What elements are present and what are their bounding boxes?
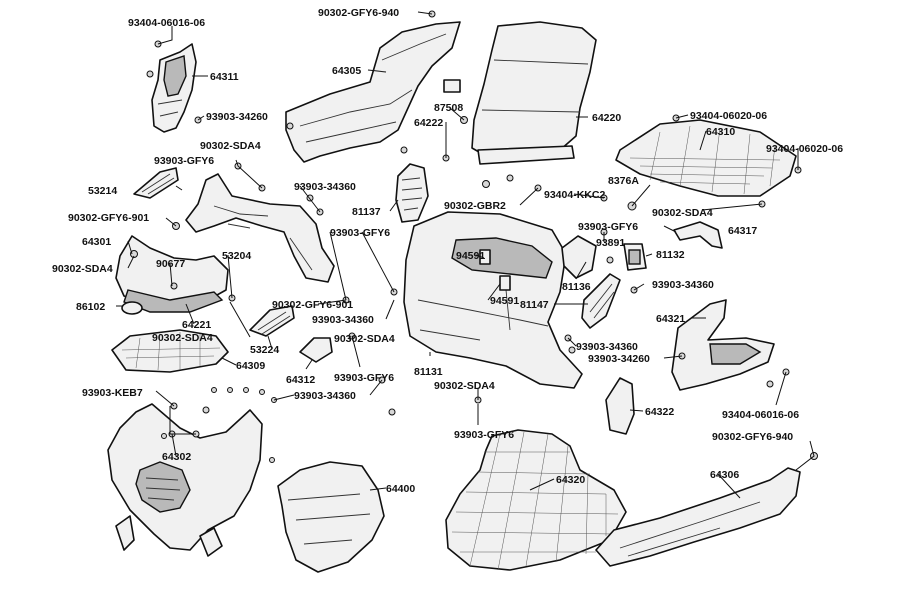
part-81137 (395, 163, 429, 223)
part-64320 (445, 429, 627, 571)
label-93404-06016-06-b: 93404-06016-06 (722, 409, 799, 421)
part-64400 (277, 461, 385, 573)
part-53204 (185, 173, 335, 283)
label-90302-sda4-c: 90302-SDA4 (52, 263, 113, 275)
label-94591-b: 94591 (490, 295, 519, 307)
label-90302-gbr2: 90302-GBR2 (444, 200, 506, 212)
caution-sticker (443, 79, 461, 93)
part-64305 (285, 21, 461, 163)
label-90302-gfy6-940-top: 90302-GFY6-940 (318, 7, 399, 19)
label-93903-34360-e: 93903-34360 (294, 390, 356, 402)
part-81132 (623, 243, 647, 271)
label-90302-sda4-e: 90302-SDA4 (334, 333, 395, 345)
label-81137: 81137 (352, 206, 381, 218)
label-53224: 53224 (250, 344, 279, 356)
label-93903-34360-a: 93903-34360 (294, 181, 356, 193)
label-64312: 64312 (286, 374, 315, 386)
label-64306: 64306 (710, 469, 739, 481)
label-93891: 93891 (596, 237, 625, 249)
label-81147: 81147 (520, 299, 549, 311)
part-53224 (249, 305, 295, 337)
label-64400: 64400 (386, 483, 415, 495)
label-93903-34360-b: 93903-34360 (652, 279, 714, 291)
part-labels: 93404-06016-06 64311 93903-34260 90302-G… (52, 7, 843, 495)
label-64321: 64321 (656, 313, 685, 325)
label-64309: 64309 (236, 360, 265, 372)
label-8376a: 8376A (608, 175, 639, 187)
label-93404-kkc2: 93404-KKC2 (544, 189, 605, 201)
label-93903-34360-d: 93903-34360 (576, 341, 638, 353)
part-81147 (581, 273, 621, 329)
label-90302-sda4-a: 90302-SDA4 (200, 140, 261, 152)
label-90302-sda4-f: 90302-SDA4 (434, 380, 495, 392)
label-93903-34260-b: 93903-34260 (588, 353, 650, 365)
label-90302-gfy6-901-b: 90302-GFY6-901 (272, 299, 353, 311)
label-81136: 81136 (562, 281, 591, 293)
label-64305: 64305 (332, 65, 361, 77)
label-64220: 64220 (592, 112, 621, 124)
part-81131 (403, 211, 583, 389)
part-53214 (133, 167, 179, 199)
part-86102 (121, 301, 143, 315)
label-90677: 90677 (156, 258, 185, 270)
label-90302-sda4-b: 90302-SDA4 (652, 207, 713, 219)
part-64302 (107, 403, 263, 557)
leader-lines (116, 11, 815, 499)
label-64311: 64311 (210, 71, 239, 83)
label-90302-gfy6-940-b: 90302-GFY6-940 (712, 431, 793, 443)
label-64221: 64221 (182, 319, 211, 331)
label-81132: 81132 (656, 249, 685, 261)
label-64301: 64301 (82, 236, 111, 248)
screws (130, 10, 818, 463)
label-93404-06016-06-top: 93404-06016-06 (128, 17, 205, 29)
label-93903-34260-a: 93903-34260 (206, 111, 268, 123)
label-93404-06020-06-b: 93404-06020-06 (766, 143, 843, 155)
label-93903-gfy6-e: 93903-GFY6 (454, 429, 514, 441)
part-64317 (673, 221, 723, 249)
label-64302: 64302 (162, 451, 191, 463)
label-64320: 64320 (556, 474, 585, 486)
label-53204: 53204 (222, 250, 251, 262)
part-64312 (299, 337, 333, 363)
label-64317: 64317 (728, 225, 757, 237)
label-64222: 64222 (414, 117, 443, 129)
part-64311 (151, 43, 197, 133)
label-81131: 81131 (414, 366, 443, 378)
label-94591-a: 94591 (456, 250, 485, 262)
label-64322: 64322 (645, 406, 674, 418)
label-93903-gfy6-d: 93903-GFY6 (334, 372, 394, 384)
label-87508: 87508 (434, 102, 463, 114)
part-64309 (111, 329, 229, 373)
label-93903-gfy6-c: 93903-GFY6 (578, 221, 638, 233)
label-93903-keb7: 93903-KEB7 (82, 387, 143, 399)
label-93404-06020-06-a: 93404-06020-06 (690, 110, 767, 122)
part-64322 (605, 377, 635, 435)
label-53214: 53214 (88, 185, 117, 197)
label-64310: 64310 (706, 126, 735, 138)
label-93903-gfy6-a: 93903-GFY6 (154, 155, 214, 167)
fastener-94591-b (499, 275, 511, 291)
part-64220 (471, 21, 597, 165)
label-86102: 86102 (76, 301, 105, 313)
part-64221 (115, 235, 229, 313)
label-93903-gfy6-b: 93903-GFY6 (330, 227, 390, 239)
label-93903-34360-c: 93903-34360 (312, 314, 374, 326)
part-64321 (671, 299, 775, 391)
part-64310 (615, 119, 797, 197)
label-90302-gfy6-901-a: 90302-GFY6-901 (68, 212, 149, 224)
part-81136 (561, 235, 597, 279)
part-64306 (595, 467, 801, 567)
label-90302-sda4-d: 90302-SDA4 (152, 332, 213, 344)
